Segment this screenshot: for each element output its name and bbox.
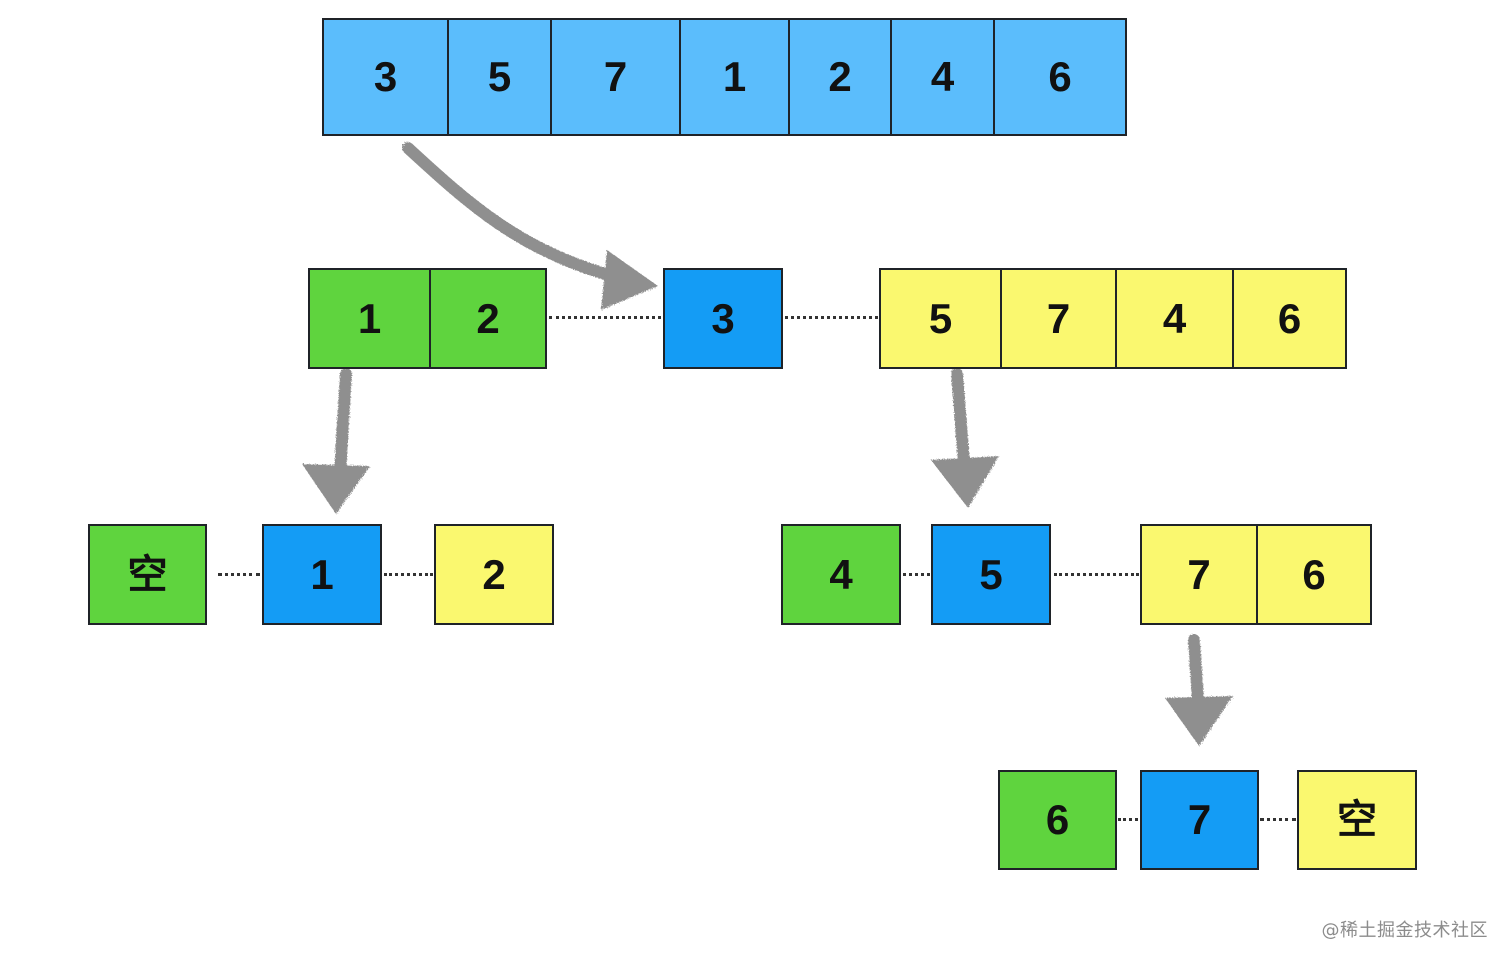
array-cell: 6 xyxy=(1232,270,1345,367)
pivot-cell: 5 xyxy=(933,526,1049,623)
pivot-3: 5 xyxy=(931,524,1051,625)
right-partition-3: 7 6 xyxy=(1140,524,1372,625)
array-cell: 6 xyxy=(993,20,1125,134)
array-cell: 7 xyxy=(1000,270,1115,367)
pivot-cell: 3 xyxy=(665,270,781,367)
array-cell: 7 xyxy=(1142,526,1256,623)
array-cell: 5 xyxy=(447,20,550,134)
dotted-connector xyxy=(1054,573,1139,576)
left-partition-3: 4 xyxy=(781,524,901,625)
watermark: @稀土掘金技术社区 xyxy=(1321,920,1488,941)
pivot-2: 1 xyxy=(262,524,382,625)
dotted-connector xyxy=(218,573,260,576)
arrow-to-sub-partition-icon xyxy=(1165,634,1233,746)
dotted-connector xyxy=(384,573,433,576)
array-cell: 1 xyxy=(310,270,429,367)
array-cell: 4 xyxy=(1115,270,1232,367)
array-cell: 3 xyxy=(324,20,447,134)
array-cell: 1 xyxy=(679,20,788,134)
array-cell: 2 xyxy=(436,526,552,623)
array-cell: 4 xyxy=(890,20,993,134)
array-cell: 4 xyxy=(783,526,899,623)
dotted-connector xyxy=(1118,818,1138,821)
right-partition-1: 5 7 4 6 xyxy=(879,268,1347,369)
pivot-4: 7 xyxy=(1140,770,1259,870)
initial-array: 3 5 7 1 2 4 6 xyxy=(322,18,1127,136)
dotted-connector xyxy=(903,573,930,576)
dotted-connector xyxy=(549,316,661,319)
arrow-to-left-partition-icon xyxy=(302,368,370,514)
array-cell: 7 xyxy=(550,20,679,134)
pivot-cell: 1 xyxy=(264,526,380,623)
right-partition-2: 2 xyxy=(434,524,554,625)
array-cell: 6 xyxy=(1256,526,1370,623)
array-cell: 2 xyxy=(788,20,890,134)
pivot-1: 3 xyxy=(663,268,783,369)
left-partition-2: 空 xyxy=(88,524,207,625)
array-cell: 5 xyxy=(881,270,1000,367)
array-cell: 6 xyxy=(1000,772,1115,868)
dotted-connector xyxy=(1260,818,1296,821)
right-partition-4: 空 xyxy=(1297,770,1417,870)
arrow-to-right-partition-icon xyxy=(931,368,999,508)
dotted-connector xyxy=(785,316,878,319)
empty-cell: 空 xyxy=(90,526,205,623)
left-partition-4: 6 xyxy=(998,770,1117,870)
array-cell: 2 xyxy=(429,270,545,367)
empty-cell: 空 xyxy=(1299,772,1415,868)
pivot-cell: 7 xyxy=(1142,772,1257,868)
left-partition-1: 1 2 xyxy=(308,268,547,369)
